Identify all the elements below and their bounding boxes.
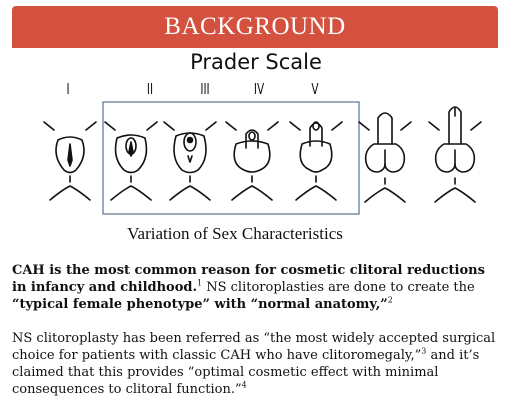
prader-scale-title: Prader Scale (190, 50, 322, 74)
paragraph-clitoroplasty-text2: and it’s claimed that this provides “opt… (12, 348, 480, 397)
stage-label-3: III (200, 80, 210, 98)
prader-scale-diagram (43, 101, 482, 215)
stage-2-drawing (104, 121, 158, 201)
header-title: BACKGROUND (164, 13, 346, 40)
header-banner: BACKGROUND (12, 6, 498, 48)
stage-7-drawing (428, 106, 482, 203)
ref-2: 2 (387, 295, 393, 305)
paragraph-clitoroplasty: NS clitoroplasty has been referred as “t… (12, 330, 500, 398)
stage-label-2: II (146, 80, 154, 98)
stages-highlight-box (102, 101, 360, 215)
paragraph-cah-quote: “typical female phenotype” with “normal … (12, 297, 388, 312)
stage-3-drawing (163, 121, 217, 201)
figure-caption: Variation of Sex Characteristics (127, 224, 343, 243)
paragraph-cah: CAH is the most common reason for cosmet… (12, 262, 500, 313)
stage-1-drawing (43, 121, 97, 201)
ref-4: 4 (241, 380, 247, 390)
paragraph-cah-text: NS clitoroplasties are done to create th… (202, 280, 475, 295)
paragraph-clitoroplasty-text1: NS clitoroplasty has been referred as “t… (12, 331, 496, 363)
stage-6-drawing (358, 112, 412, 203)
stage-label-1: I (66, 80, 70, 98)
stage-label-4: IV (253, 80, 265, 98)
stage-5-drawing (289, 121, 343, 201)
paragraph-cah-lead: CAH is the most common reason for cosmet… (12, 263, 485, 295)
stage-numerals: I II III IV V (0, 80, 512, 100)
stage-4-drawing (225, 121, 279, 201)
stage-label-5: V (311, 80, 319, 98)
ref-3: 3 (421, 346, 427, 356)
ref-1: 1 (197, 278, 203, 288)
